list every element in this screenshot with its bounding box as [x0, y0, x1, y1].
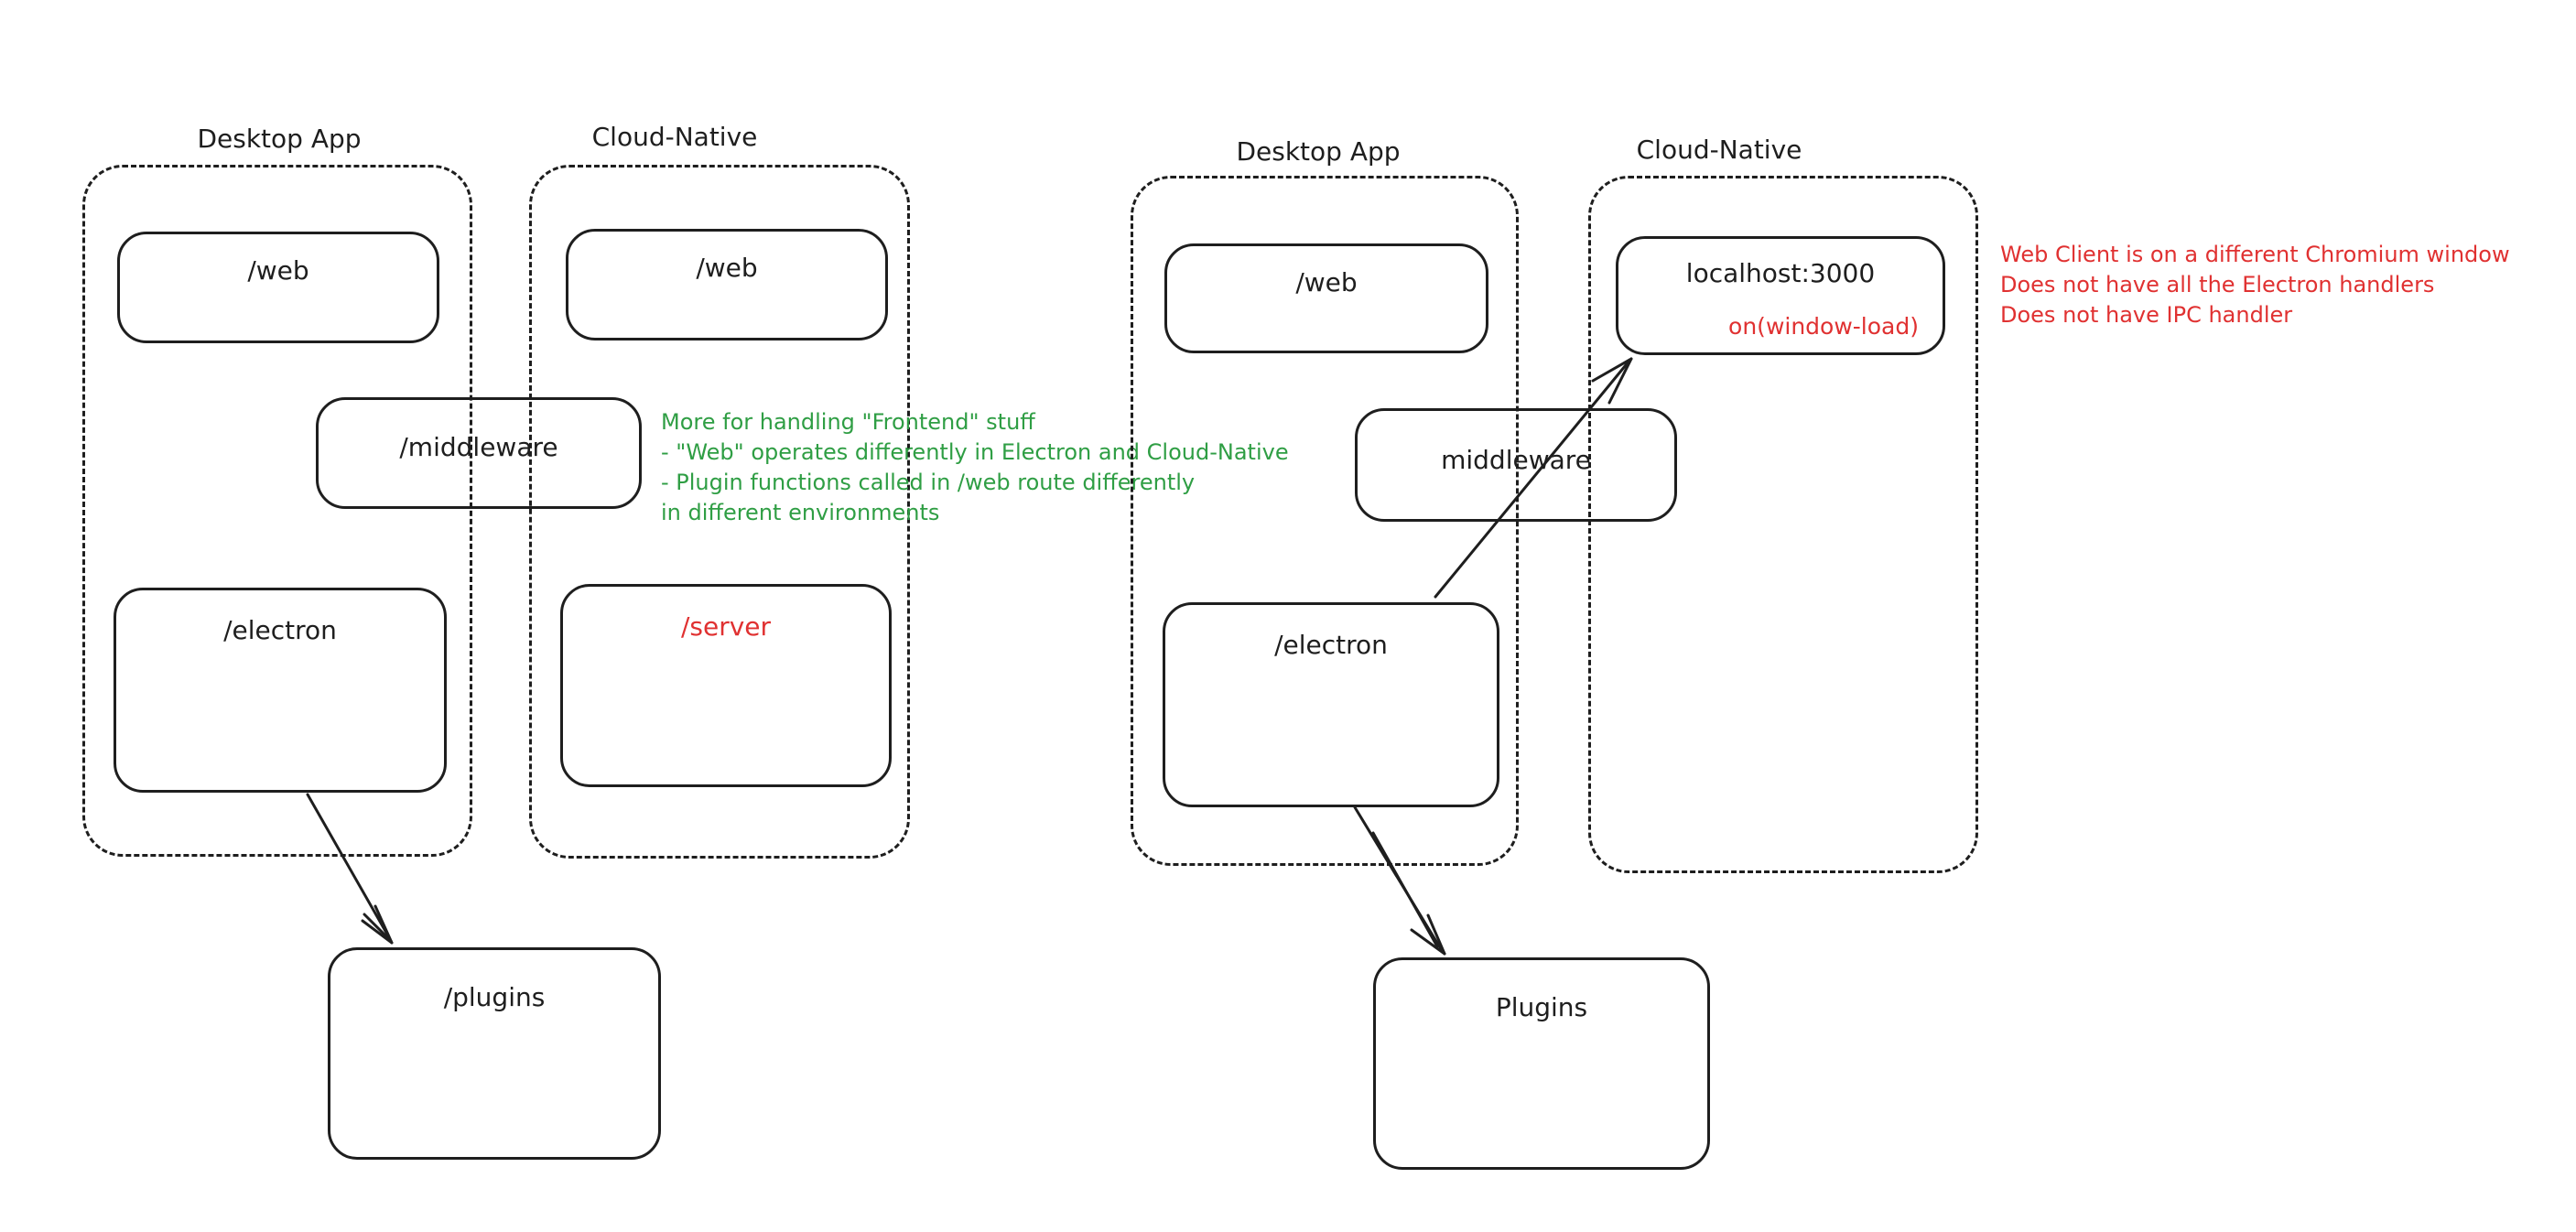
- red-note-line: Does not have IPC handler: [2000, 302, 2293, 328]
- right-middleware-label: middleware: [1441, 445, 1591, 475]
- left-desktop-web-box: /web: [117, 232, 439, 343]
- green-note-line: - Plugin functions called in /web route …: [661, 470, 1196, 495]
- left-cloud-web-box: /web: [566, 229, 888, 340]
- left-middleware-label: /middleware: [399, 432, 558, 462]
- right-plugins-box: Plugins: [1373, 957, 1710, 1170]
- left-cloud-native-frame: [529, 165, 910, 859]
- right-localhost-label: localhost:3000: [1685, 258, 1876, 288]
- left-middleware-box: /middleware: [316, 397, 642, 509]
- right-electron-label: /electron: [1274, 630, 1388, 660]
- right-localhost-box: localhost:3000 on(window-load): [1616, 236, 1945, 355]
- left-plugins-label: /plugins: [443, 982, 546, 1012]
- green-note-line: in different environments: [661, 500, 940, 525]
- left-server-box: /server: [560, 584, 892, 787]
- red-note-line: Does not have all the Electron handlers: [2000, 272, 2435, 297]
- right-electron-box: /electron: [1163, 602, 1499, 807]
- left-desktop-app-title: Desktop App: [197, 124, 362, 154]
- right-cloud-native-title: Cloud-Native: [1636, 135, 1802, 165]
- green-note: More for handling "Frontend" stuff - "We…: [661, 407, 1289, 528]
- green-note-line: - "Web" operates differently in Electron…: [661, 439, 1289, 465]
- left-desktop-app-frame: [82, 165, 472, 857]
- left-electron-label: /electron: [223, 615, 337, 645]
- right-middleware-box: middleware: [1355, 408, 1677, 522]
- left-electron-box: /electron: [114, 588, 447, 793]
- right-desktop-app-title: Desktop App: [1236, 136, 1401, 167]
- right-desktop-web-box: /web: [1164, 243, 1488, 353]
- left-plugins-box: /plugins: [328, 947, 661, 1160]
- left-desktop-web-label: /web: [247, 255, 309, 286]
- right-plugins-label: Plugins: [1495, 992, 1588, 1022]
- right-desktop-web-label: /web: [1295, 267, 1358, 297]
- left-cloud-native-title: Cloud-Native: [591, 122, 758, 152]
- red-note-line: Web Client is on a different Chromium wi…: [2000, 242, 2510, 267]
- left-server-label: /server: [680, 611, 772, 642]
- green-note-line: More for handling "Frontend" stuff: [661, 409, 1035, 435]
- red-note: Web Client is on a different Chromium wi…: [2000, 240, 2510, 330]
- right-on-window-load-label: on(window-load): [1728, 313, 1919, 340]
- left-cloud-web-label: /web: [696, 253, 758, 283]
